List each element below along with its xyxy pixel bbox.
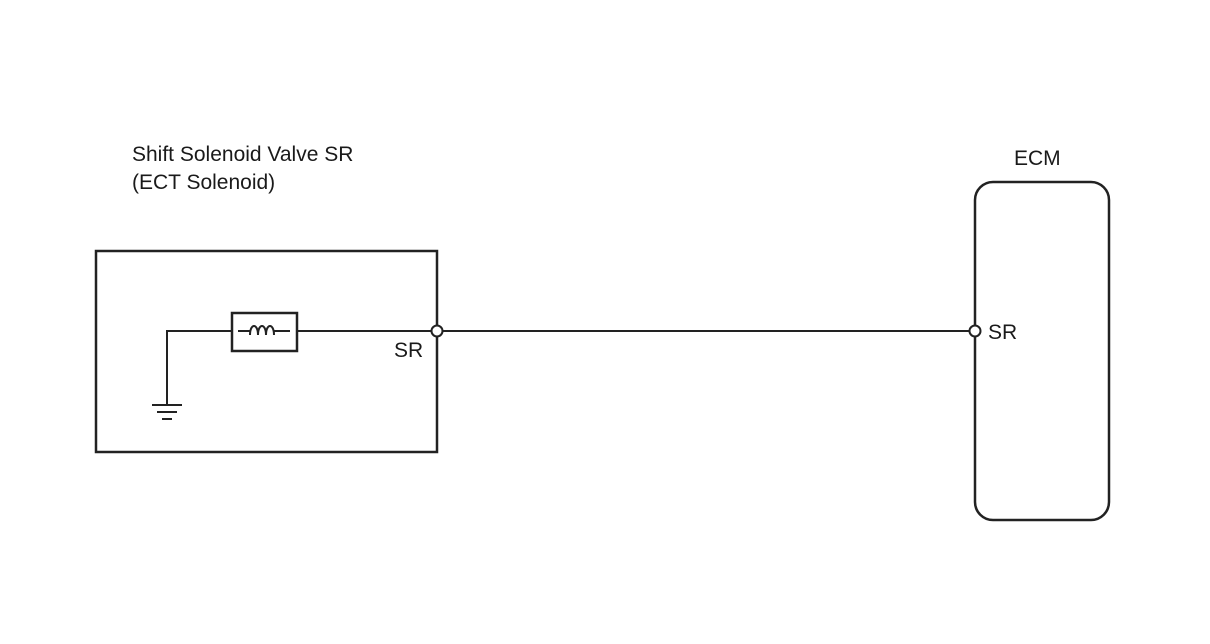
solenoid-title-line1: Shift Solenoid Valve SR — [132, 143, 354, 166]
solenoid-terminal-label: SR — [394, 339, 424, 362]
ground-icon — [152, 404, 182, 420]
coil-icon — [230, 311, 299, 353]
solenoid-title-line2: (ECT Solenoid) — [132, 171, 276, 194]
solenoid-box — [94, 249, 439, 454]
ground-wire — [166, 330, 232, 405]
ecm-box — [973, 180, 1111, 522]
ecm-terminal — [968, 324, 982, 338]
solenoid-terminal — [430, 324, 444, 338]
ecm-terminal-label: SR — [988, 321, 1018, 344]
ecm-title: ECM — [1014, 147, 1061, 170]
